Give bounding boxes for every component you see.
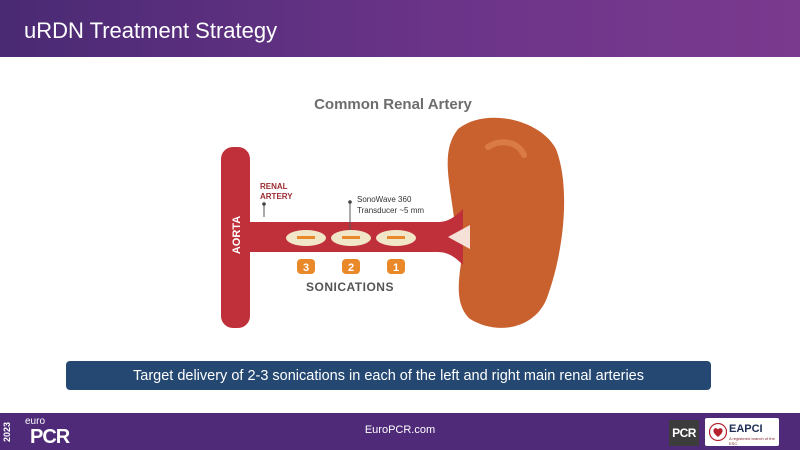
footer-brand-logo: PCR bbox=[30, 426, 70, 448]
sonication-number-3: 3 bbox=[303, 262, 309, 274]
pcr-logo: PCR bbox=[669, 420, 699, 446]
transducer-label: SonoWave 360 Transducer ~5 mm bbox=[357, 195, 424, 215]
sonication-badge-2 bbox=[342, 259, 360, 274]
aorta bbox=[221, 147, 250, 328]
target-delivery-banner: Target delivery of 2-3 sonications in ea… bbox=[66, 361, 711, 390]
aorta-label: AORTA bbox=[231, 216, 243, 254]
sonication-bar-2 bbox=[342, 236, 360, 239]
footer-url[interactable]: EuroPCR.com bbox=[364, 424, 436, 436]
eapci-logo: EAPCI A registered branch of the ESC bbox=[705, 418, 779, 446]
sonication-badge-3 bbox=[297, 259, 315, 274]
sonication-number-1: 1 bbox=[393, 262, 399, 274]
eapci-logo-subtext: A registered branch of the ESC bbox=[729, 436, 775, 446]
kidney-highlight bbox=[485, 139, 527, 158]
header-bar: uRDN Treatment Strategy bbox=[0, 0, 800, 57]
sonication-bar-3 bbox=[297, 236, 315, 239]
slide-title: uRDN Treatment Strategy bbox=[24, 18, 278, 43]
banner-text: Target delivery of 2-3 sonications in ea… bbox=[133, 367, 644, 384]
sonication-number-2: 2 bbox=[348, 262, 354, 274]
eapci-logo-text: EAPCI bbox=[729, 423, 763, 435]
renal-artery-diagram: Common Renal Artery AORTA RENAL ARTERY S… bbox=[221, 96, 565, 328]
kidney bbox=[447, 117, 565, 328]
diagram-title: Common Renal Artery bbox=[314, 96, 472, 113]
transducer-pointer-dot bbox=[348, 200, 352, 204]
sonication-badge-1 bbox=[387, 259, 405, 274]
sonications-label: SONICATIONS bbox=[306, 280, 394, 294]
eapci-heart-icon bbox=[709, 423, 727, 441]
footer-bar: 2023 euro PCR EuroPCR.com bbox=[0, 413, 800, 450]
renal-artery-pointer-dot bbox=[262, 202, 266, 206]
footer-brand-prefix: euro bbox=[25, 416, 46, 427]
sonication-bar-1 bbox=[387, 236, 405, 239]
renal-artery-label: RENAL ARTERY bbox=[260, 182, 293, 201]
artery-kidney-junction bbox=[448, 225, 470, 249]
